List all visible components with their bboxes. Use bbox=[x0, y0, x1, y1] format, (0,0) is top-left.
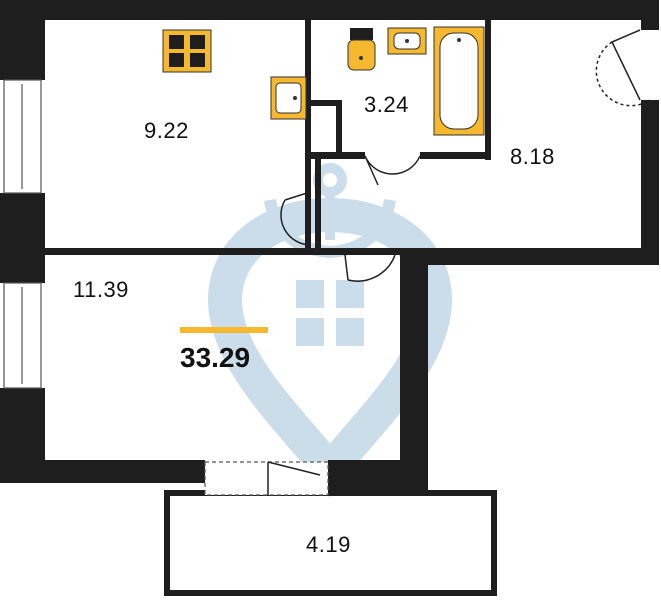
stove-icon bbox=[162, 29, 212, 73]
kitchen-area-label: 9.22 bbox=[144, 118, 189, 143]
balcony-area-label: 4.19 bbox=[306, 532, 351, 557]
living-area-label: 11.39 bbox=[73, 277, 129, 302]
total-area-label: 33.29 bbox=[180, 342, 251, 373]
balcony-outline bbox=[164, 490, 497, 596]
windows bbox=[3, 79, 329, 496]
doors bbox=[267, 29, 651, 495]
kitchen-sink-icon bbox=[270, 76, 307, 120]
total-area-accent-bar bbox=[180, 327, 268, 333]
toilet-icon bbox=[347, 28, 376, 71]
bathroom-area-label: 3.24 bbox=[364, 92, 409, 117]
bathroom-sink-icon bbox=[387, 27, 427, 55]
bedroom-area-label: 8.18 bbox=[510, 144, 555, 169]
walls bbox=[0, 0, 659, 495]
bathtub-icon bbox=[433, 26, 485, 136]
